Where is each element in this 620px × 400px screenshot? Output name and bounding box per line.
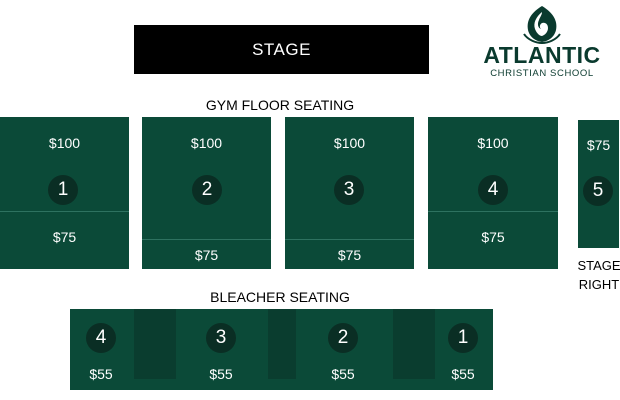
logo-subtitle: CHRISTIAN SCHOOL [490, 68, 594, 79]
top-price: $100 [48, 135, 81, 151]
bleacher-aisle [134, 309, 176, 379]
top-price: $100 [190, 135, 223, 151]
stage-right-line-2: RIGHT [578, 277, 620, 292]
floor-section-2[interactable]: $100 2 $75 [142, 117, 271, 269]
bleacher-price: $55 [331, 366, 355, 382]
side-section-5[interactable]: $75 5 [578, 120, 619, 248]
stage-right-line-1: STAGE [577, 258, 620, 273]
stage-block: STAGE [134, 25, 429, 74]
logo-name: ATLANTIC [483, 42, 601, 68]
floor-section-3[interactable]: $100 3 $75 [285, 117, 414, 269]
section-number-badge: 1 [448, 323, 478, 353]
side-price: $75 [586, 137, 611, 153]
row-divider [428, 211, 558, 212]
stage-label: STAGE [252, 39, 311, 59]
section-number-badge: 3 [206, 323, 236, 353]
floor-section-1[interactable]: $100 1 $75 [0, 117, 129, 269]
bottom-price: $75 [337, 247, 362, 263]
top-price: $100 [333, 135, 366, 151]
gym-floor-heading: GYM FLOOR SEATING [205, 97, 355, 113]
section-number-badge: 4 [478, 175, 508, 205]
top-price: $100 [477, 135, 509, 151]
bleacher-aisle [393, 309, 435, 379]
section-number-badge: 4 [86, 323, 116, 353]
section-number-badge: 5 [583, 176, 613, 206]
section-number-badge: 1 [48, 175, 78, 205]
bottom-price: $75 [194, 247, 219, 263]
section-number-badge: 3 [334, 175, 364, 205]
bleacher-price: $55 [451, 366, 475, 382]
section-number-badge: 2 [328, 323, 358, 353]
row-divider [285, 239, 414, 240]
row-divider [0, 211, 129, 212]
bottom-price: $75 [481, 229, 505, 245]
flame-emblem-icon [523, 6, 561, 45]
school-logo: ATLANTIC CHRISTIAN SCHOOL [476, 4, 608, 82]
row-divider [142, 239, 271, 240]
bleacher-aisle [268, 309, 296, 379]
bleacher-heading: BLEACHER SEATING [210, 289, 350, 305]
bottom-price: $75 [52, 229, 77, 245]
stage-right-label: STAGE RIGHT [569, 256, 620, 294]
bleacher-price: $55 [89, 366, 113, 382]
bleacher-area: 4 $55 3 $55 2 $55 1 $55 [70, 309, 493, 390]
floor-section-4[interactable]: $100 4 $75 [428, 117, 558, 269]
section-number-badge: 2 [192, 175, 222, 205]
bleacher-price: $55 [209, 366, 233, 382]
